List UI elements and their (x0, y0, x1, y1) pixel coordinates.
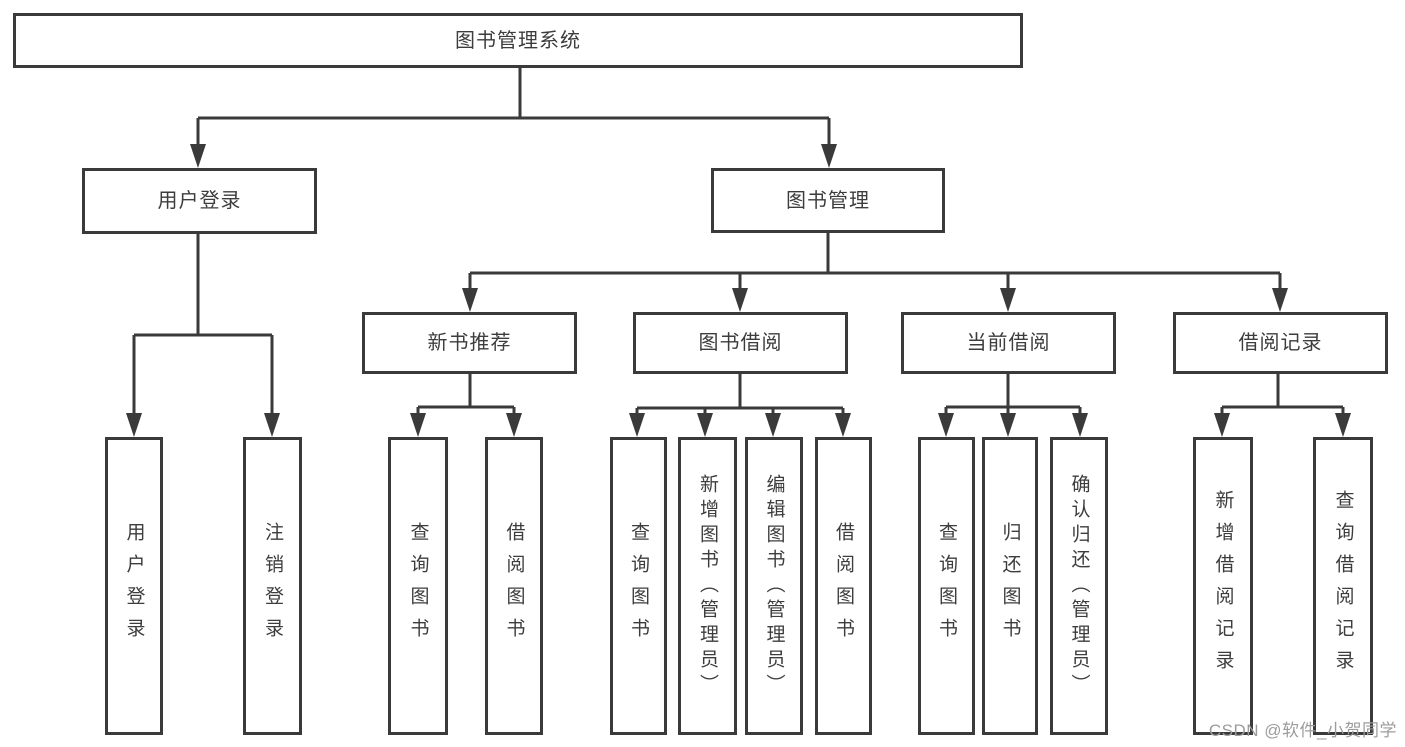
node-root: 图书管理系统 (13, 13, 1023, 68)
node-current-borrow: 当前借阅 (901, 312, 1116, 374)
connector-book-management-children (462, 233, 1288, 312)
node-user-login: 用户登录 (82, 168, 317, 234)
node-leaf-user-login: 用户登录 (105, 437, 163, 735)
node-leaf-edit-book-admin: 编辑图书（管理员） (745, 437, 803, 735)
connector-new-book-recommend-children (410, 374, 522, 437)
node-book-borrow: 图书借阅 (633, 312, 848, 374)
connector-book-borrow-children (629, 374, 851, 437)
node-book-management: 图书管理 (711, 168, 945, 233)
connector-current-borrow-children (938, 374, 1088, 437)
connector-root-to-level2 (190, 68, 837, 168)
node-leaf-return-book: 归还图书 (982, 437, 1038, 735)
node-leaf-query-books-1: 查询图书 (388, 437, 448, 735)
node-leaf-logout: 注销登录 (243, 437, 302, 735)
node-new-book-recommend: 新书推荐 (362, 312, 577, 374)
connector-user-login-children (126, 233, 280, 437)
node-leaf-confirm-return-admin: 确认归还（管理员） (1050, 437, 1108, 735)
node-leaf-query-books-3: 查询图书 (918, 437, 975, 735)
node-leaf-borrow-books-2: 借阅图书 (815, 437, 872, 735)
watermark: CSDN @软件_小贺同学 (1208, 721, 1397, 740)
node-leaf-add-borrow-record: 新增借阅记录 (1193, 437, 1253, 735)
node-borrow-records: 借阅记录 (1173, 312, 1388, 374)
connector-borrow-records-children (1214, 374, 1351, 437)
node-leaf-query-books-2: 查询图书 (610, 437, 667, 735)
node-leaf-borrow-books-1: 借阅图书 (485, 437, 543, 735)
node-leaf-query-borrow-record: 查询借阅记录 (1313, 437, 1373, 735)
node-leaf-add-book-admin: 新增图书（管理员） (678, 437, 737, 735)
